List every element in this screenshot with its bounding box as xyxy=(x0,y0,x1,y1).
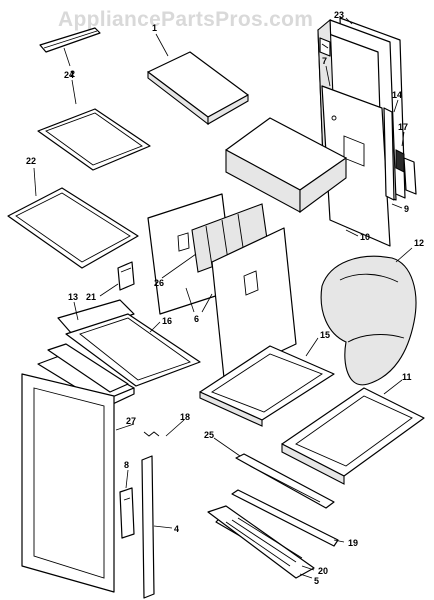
part-10-insulation[interactable] xyxy=(225,117,347,214)
part-14-strip[interactable] xyxy=(383,107,395,201)
callout-12: 12 xyxy=(414,238,424,248)
callout-11: 11 xyxy=(402,372,412,382)
callout-13: 13 xyxy=(68,292,78,302)
part-25-vent-panel[interactable] xyxy=(235,453,335,509)
part-6-side-panel[interactable] xyxy=(211,227,297,379)
part-12-insulation-blanket[interactable] xyxy=(320,255,417,386)
callout-19: 19 xyxy=(348,538,358,548)
leader-lines xyxy=(33,17,413,579)
part-21-clip[interactable] xyxy=(117,261,135,291)
callout-4: 4 xyxy=(174,524,179,534)
callout-1: 1 xyxy=(152,23,157,33)
part-24-bracket[interactable] xyxy=(39,27,101,53)
part-5-toe-kick[interactable] xyxy=(207,505,315,579)
callout-16: 16 xyxy=(162,316,172,326)
callout-15: 15 xyxy=(320,330,330,340)
callout-2-visible: 2 xyxy=(70,69,75,79)
part-2-tray[interactable] xyxy=(37,108,151,171)
callout-18: 18 xyxy=(180,412,190,422)
part-16-frame-rails[interactable] xyxy=(47,313,201,393)
part-8-bracket[interactable] xyxy=(119,487,135,539)
callout-25: 25 xyxy=(204,430,214,440)
callout-7: 7 xyxy=(322,56,327,66)
part-4-rod[interactable] xyxy=(141,455,155,599)
callout-5: 5 xyxy=(314,576,319,586)
callout-27: 27 xyxy=(126,416,136,426)
callout-8: 8 xyxy=(124,460,129,470)
callout-21: 21 xyxy=(86,292,96,302)
part-11-bottom-tray[interactable] xyxy=(281,387,425,485)
callout-17: 17 xyxy=(398,122,408,132)
part-27-door-frame[interactable] xyxy=(21,373,115,593)
callout-9: 9 xyxy=(404,204,409,214)
callout-23: 23 xyxy=(334,10,344,20)
callout-14: 14 xyxy=(392,90,402,100)
callout-22: 22 xyxy=(26,156,36,166)
part-18-spring[interactable] xyxy=(143,431,160,437)
callout-26: 26 xyxy=(154,278,164,288)
part-17-terminal-block[interactable] xyxy=(395,149,417,195)
callout-20: 20 xyxy=(318,566,328,576)
part-22-tray[interactable] xyxy=(7,187,139,269)
part-1-top-panel[interactable] xyxy=(147,51,249,126)
callout-labels: 1 24 2 2 22 23 7 14 17 9 10 12 26 21 6 1… xyxy=(26,10,424,586)
part-7-bracket[interactable] xyxy=(319,37,331,57)
callout-6: 6 xyxy=(194,314,199,324)
watermark-text: AppliancePartsPros.com xyxy=(58,8,314,31)
part-15-tray[interactable] xyxy=(199,345,335,427)
part-26-side-panel[interactable] xyxy=(147,193,269,315)
callout-10: 10 xyxy=(360,232,370,242)
part-19-strip[interactable] xyxy=(231,489,339,547)
callout-24: 24 xyxy=(64,70,74,80)
